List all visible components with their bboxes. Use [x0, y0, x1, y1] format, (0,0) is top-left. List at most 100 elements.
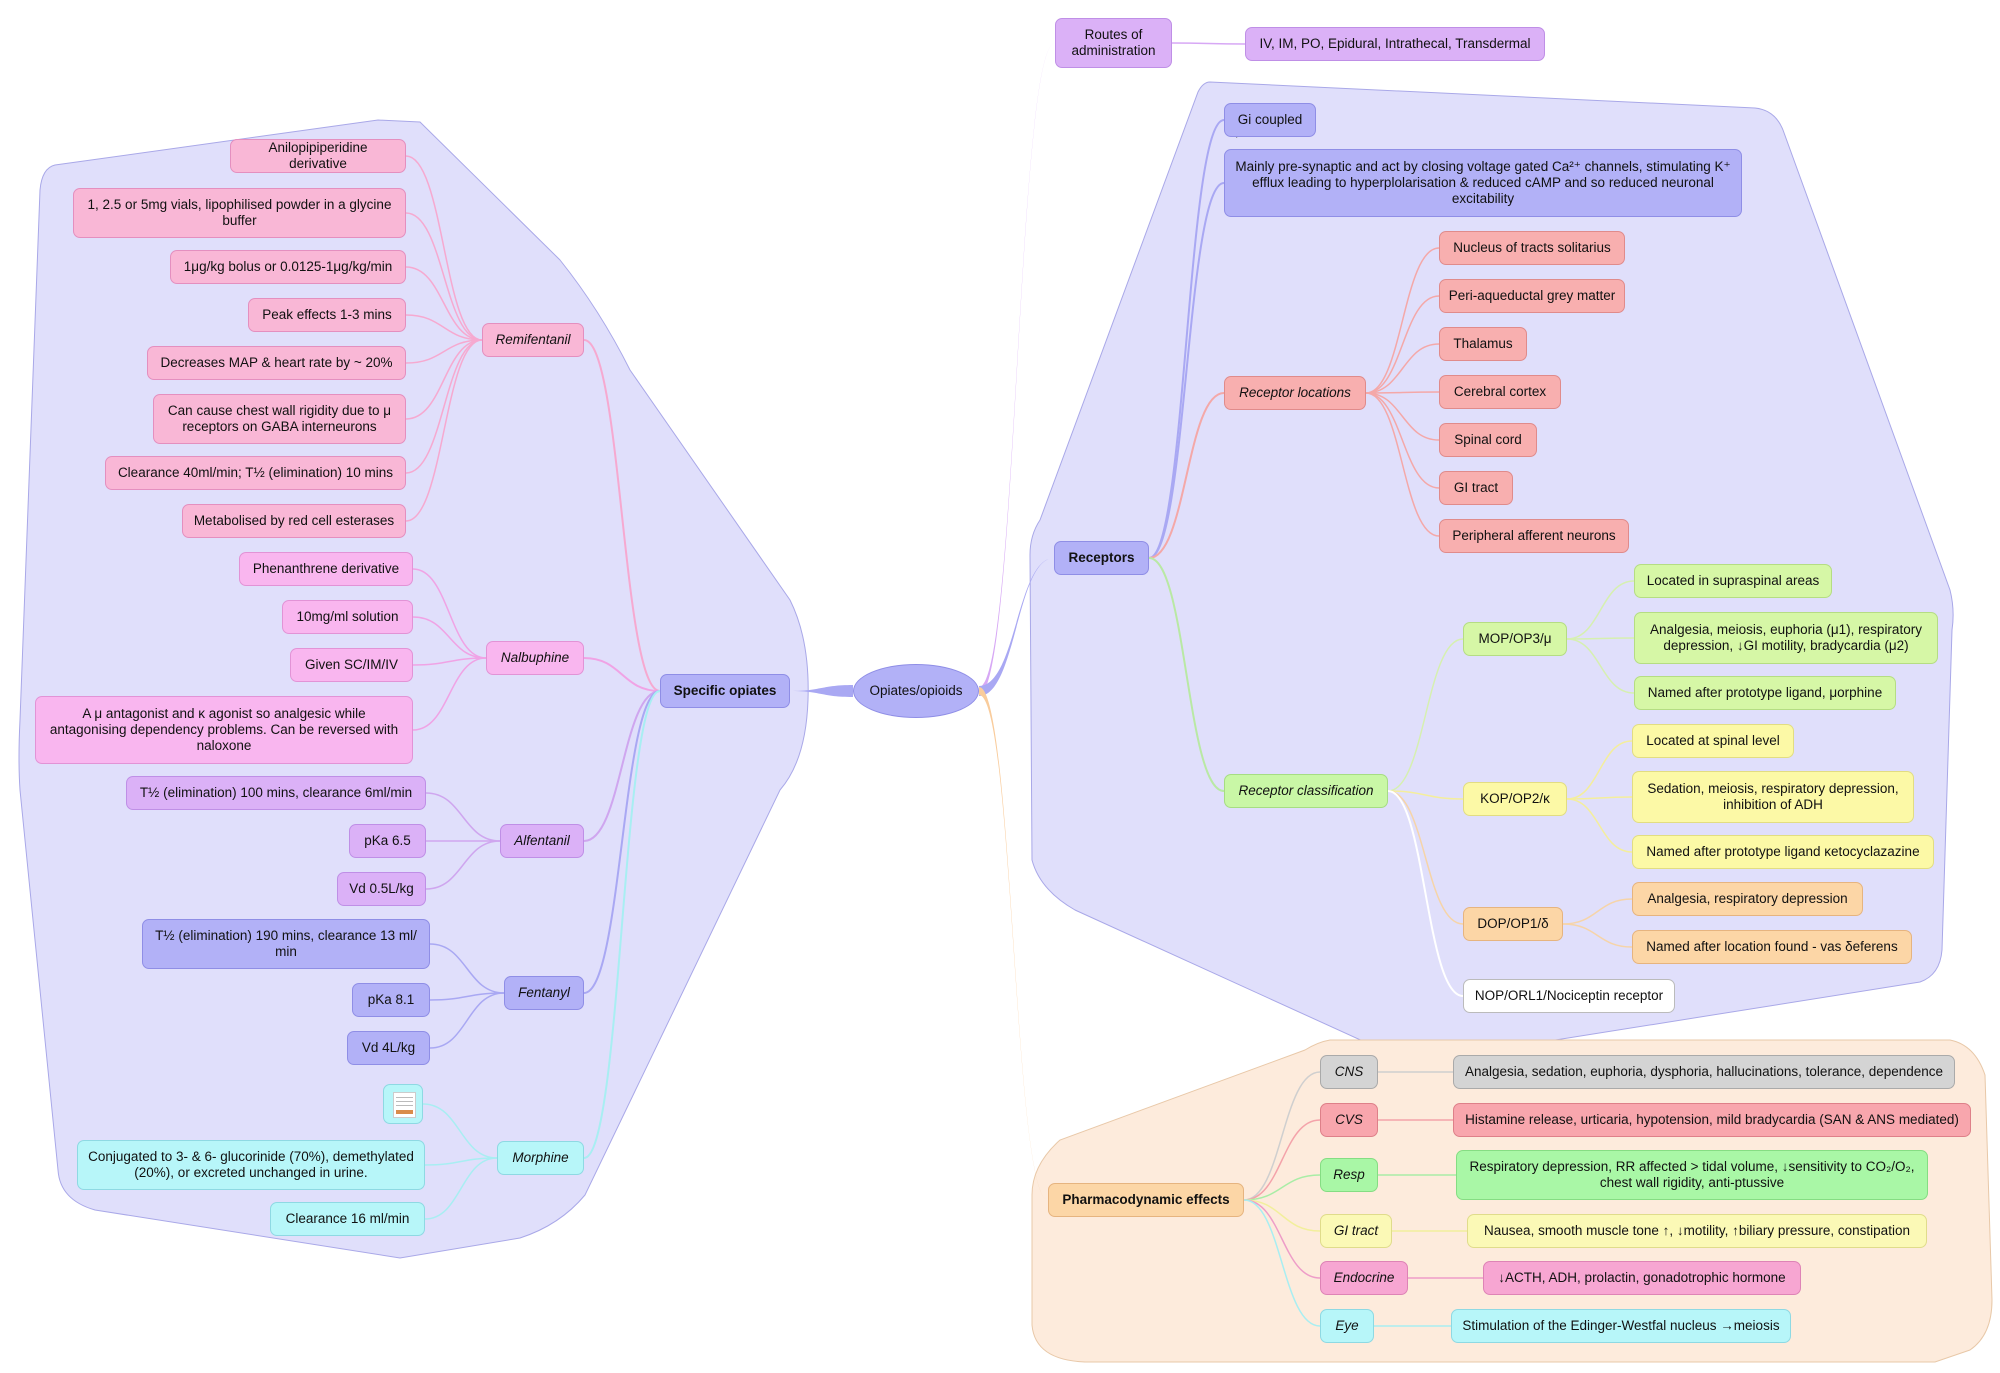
effect-system-node[interactable]: Eye [1320, 1309, 1374, 1343]
remifentanil-detail-item[interactable]: Clearance 40ml/min; T½ (elimination) 10 … [105, 456, 406, 490]
link-nalbuphine-item [412, 657, 487, 666]
link-location-item [1365, 343, 1440, 394]
link-alfentanil-item [425, 792, 501, 842]
nalbuphine-detail-item[interactable]: A μ antagonist and κ agonist so analgesi… [35, 696, 413, 764]
receptor-location-item[interactable]: Cerebral cortex [1439, 375, 1561, 409]
mop-receptor-node[interactable]: MOP/OP3/μ [1463, 622, 1567, 656]
central-topic[interactable]: Opiates/opioids [853, 664, 979, 718]
pharmacodynamic-effects-node[interactable]: Pharmacodynamic effects [1048, 1183, 1244, 1217]
fentanyl-node[interactable]: Fentanyl [504, 976, 584, 1010]
remifentanil-detail-item[interactable]: Peak effects 1-3 mins [248, 298, 406, 332]
nalbuphine-node[interactable]: Nalbuphine [486, 641, 584, 675]
effect-system-node[interactable]: Endocrine [1320, 1261, 1408, 1295]
effect-system-node[interactable]: CVS [1320, 1103, 1378, 1137]
nalbuphine-detail-item[interactable]: 10mg/ml solution [282, 600, 413, 634]
link-kop-item [1566, 740, 1633, 800]
effect-detail-node[interactable]: Histamine release, urticaria, hypotensio… [1453, 1103, 1971, 1137]
link-mop-item [1566, 637, 1635, 640]
link-remifentanil-item [405, 339, 483, 364]
link-pd-system [1243, 1174, 1321, 1201]
link-remifentanil-item [405, 155, 483, 341]
fentanyl-detail-item[interactable]: T½ (elimination) 190 mins, clearance 13 … [142, 919, 430, 969]
link-center-receptors [979, 558, 1054, 696]
specific-opiates-node[interactable]: Specific opiates [660, 674, 790, 708]
receptor-location-item[interactable]: GI tract [1439, 471, 1513, 505]
receptor-location-item[interactable]: Thalamus [1439, 327, 1527, 361]
effect-system-node[interactable]: Resp [1320, 1158, 1378, 1192]
mop-detail-item[interactable]: Located in supraspinal areas [1634, 564, 1832, 598]
receptor-location-item[interactable]: Peri-aqueductal grey matter [1439, 279, 1625, 313]
mop-detail-item[interactable]: Named after prototype ligand, μorphine [1634, 676, 1896, 710]
link-pd-system [1243, 1199, 1321, 1232]
mop-detail-item[interactable]: Analgesia, meiosis, euphoria (μ1), respi… [1634, 612, 1938, 664]
document-thumbnail-icon[interactable] [383, 1084, 423, 1124]
kop-detail-item[interactable]: Located at spinal level [1632, 724, 1794, 758]
nop-receptor-node[interactable]: NOP/ORL1/Nociceptin receptor [1463, 979, 1675, 1013]
link-pd-system [1243, 1199, 1321, 1327]
link-pd-system [1243, 1071, 1321, 1201]
link-specific-fentanyl [583, 690, 661, 994]
effect-system-node[interactable]: GI tract [1320, 1214, 1392, 1248]
effect-detail-node[interactable]: Respiratory depression, RR affected > ti… [1456, 1150, 1928, 1200]
link-morphine-item [424, 1157, 498, 1220]
nalbuphine-detail-item[interactable]: Given SC/IM/IV [290, 648, 413, 682]
link-location-item [1365, 392, 1440, 441]
receptor-location-item[interactable]: Spinal cord [1439, 423, 1537, 457]
dop-receptor-node[interactable]: DOP/OP1/δ [1463, 907, 1563, 941]
routes-of-administration-node[interactable]: Routes of administration [1055, 18, 1172, 68]
link-kop-item [1566, 798, 1633, 853]
remifentanil-detail-item[interactable]: 1, 2.5 or 5mg vials, lipophilised powder… [73, 188, 406, 238]
morphine-detail-item[interactable]: Clearance 16 ml/min [270, 1202, 425, 1236]
nalbuphine-detail-item[interactable]: Phenanthrene derivative [239, 552, 413, 586]
link-center-specific [790, 685, 853, 697]
receptors-node[interactable]: Receptors [1054, 541, 1149, 575]
link-location-item [1365, 391, 1440, 394]
mechanism-node[interactable]: Mainly pre-synaptic and act by closing v… [1224, 149, 1742, 217]
link-fentanyl-item [429, 943, 505, 994]
link-class-dop [1387, 790, 1464, 925]
link-remifentanil-item [405, 314, 483, 341]
link-center-routes [979, 43, 1055, 695]
receptor-location-item[interactable]: Nucleus of tracts solitarius [1439, 231, 1625, 265]
fentanyl-detail-item[interactable]: pKa 8.1 [352, 983, 430, 1017]
link-dop-item [1562, 898, 1633, 925]
fentanyl-detail-item[interactable]: Vd 4L/kg [347, 1031, 430, 1065]
kop-receptor-node[interactable]: KOP/OP2/κ [1463, 782, 1567, 816]
link-routes-detail [1171, 42, 1246, 45]
effect-system-node[interactable]: CNS [1320, 1055, 1378, 1089]
alfentanil-detail-item[interactable]: T½ (elimination) 100 mins, clearance 6ml… [126, 776, 426, 810]
document-page-icon [393, 1092, 416, 1118]
remifentanil-detail-item[interactable]: Decreases MAP & heart rate by ~ 20% [147, 346, 406, 380]
link-pd-system [1243, 1199, 1321, 1279]
remifentanil-detail-item[interactable]: 1μg/kg bolus or 0.0125-1μg/kg/min [170, 250, 406, 284]
effect-detail-node[interactable]: Analgesia, sedation, euphoria, dysphoria… [1453, 1055, 1955, 1089]
link-location-item [1365, 295, 1440, 394]
kop-detail-item[interactable]: Sedation, meiosis, respiratory depressio… [1632, 771, 1914, 823]
remifentanil-detail-item[interactable]: Anilopipiperidine derivative [230, 139, 406, 173]
link-nalbuphine-item [412, 657, 487, 731]
dop-detail-item[interactable]: Named after location found - vas δeferen… [1632, 930, 1912, 964]
effect-detail-node[interactable]: Nausea, smooth muscle tone ↑, ↓motility,… [1467, 1214, 1927, 1248]
morphine-detail-item[interactable]: Conjugated to 3- & 6- glucorinide (70%),… [77, 1140, 425, 1190]
remifentanil-node[interactable]: Remifentanil [482, 323, 584, 357]
morphine-node[interactable]: Morphine [497, 1141, 584, 1175]
gi-coupled-node[interactable]: Gi coupled [1224, 103, 1316, 137]
alfentanil-node[interactable]: Alfentanil [500, 824, 584, 858]
routes-detail-node[interactable]: IV, IM, PO, Epidural, Intrathecal, Trans… [1245, 27, 1545, 61]
receptor-locations-node[interactable]: Receptor locations [1224, 376, 1366, 410]
link-morphine-item [424, 1157, 498, 1166]
remifentanil-detail-item[interactable]: Can cause chest wall rigidity due to μ r… [153, 394, 406, 444]
receptor-location-item[interactable]: Peripheral afferent neurons [1439, 519, 1629, 553]
link-receptors-mechanism [1148, 182, 1225, 559]
dop-detail-item[interactable]: Analgesia, respiratory depression [1632, 882, 1863, 916]
link-location-item [1365, 392, 1440, 489]
alfentanil-detail-item[interactable]: Vd 0.5L/kg [337, 872, 426, 906]
kop-detail-item[interactable]: Named after prototype ligand κetocyclaza… [1632, 835, 1934, 869]
effect-detail-node[interactable]: ↓ACTH, ADH, prolactin, gonadotrophic hor… [1483, 1261, 1801, 1295]
link-class-nop [1387, 790, 1464, 997]
remifentanil-detail-item[interactable]: Metabolised by red cell esterases [182, 504, 406, 538]
receptor-classification-node[interactable]: Receptor classification [1224, 774, 1388, 808]
alfentanil-detail-item[interactable]: pKa 6.5 [349, 824, 426, 858]
effect-detail-node[interactable]: Stimulation of the Edinger-Westfal nucle… [1451, 1309, 1791, 1343]
